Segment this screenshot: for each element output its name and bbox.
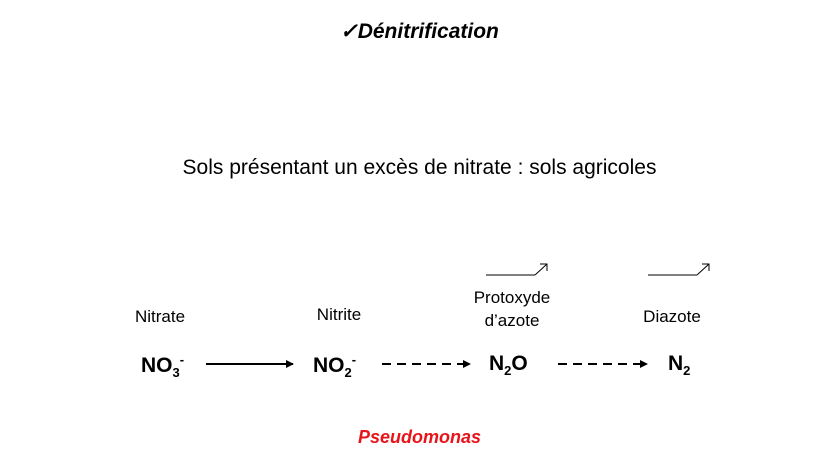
page-title: ✓Dénitrification	[0, 19, 839, 44]
formula-protoxyde: N2O	[489, 352, 528, 379]
formula-nitrate: NO3-	[141, 352, 185, 381]
title-text: Dénitrification	[357, 20, 499, 43]
gas-release-icon-diazote	[648, 263, 710, 276]
label-diazote: Diazote	[643, 307, 701, 326]
label-nitrite: Nitrite	[316, 305, 362, 324]
subtitle: Sols présentant un excès de nitrate : so…	[182, 156, 657, 179]
formula-nitrite: NO2-	[313, 352, 357, 381]
gas-release-icon-protoxyde	[486, 263, 548, 276]
label-protoxyde-line2: d’azote	[484, 311, 540, 330]
check-icon: ✓	[340, 20, 358, 43]
label-protoxyde: Protoxyde d’azote	[452, 286, 572, 332]
label-nitrate: Nitrate	[134, 307, 186, 326]
organism-label: Pseudomonas	[357, 427, 482, 447]
label-protoxyde-line1: Protoxyde	[473, 288, 551, 307]
formula-diazote: N2	[668, 352, 691, 379]
